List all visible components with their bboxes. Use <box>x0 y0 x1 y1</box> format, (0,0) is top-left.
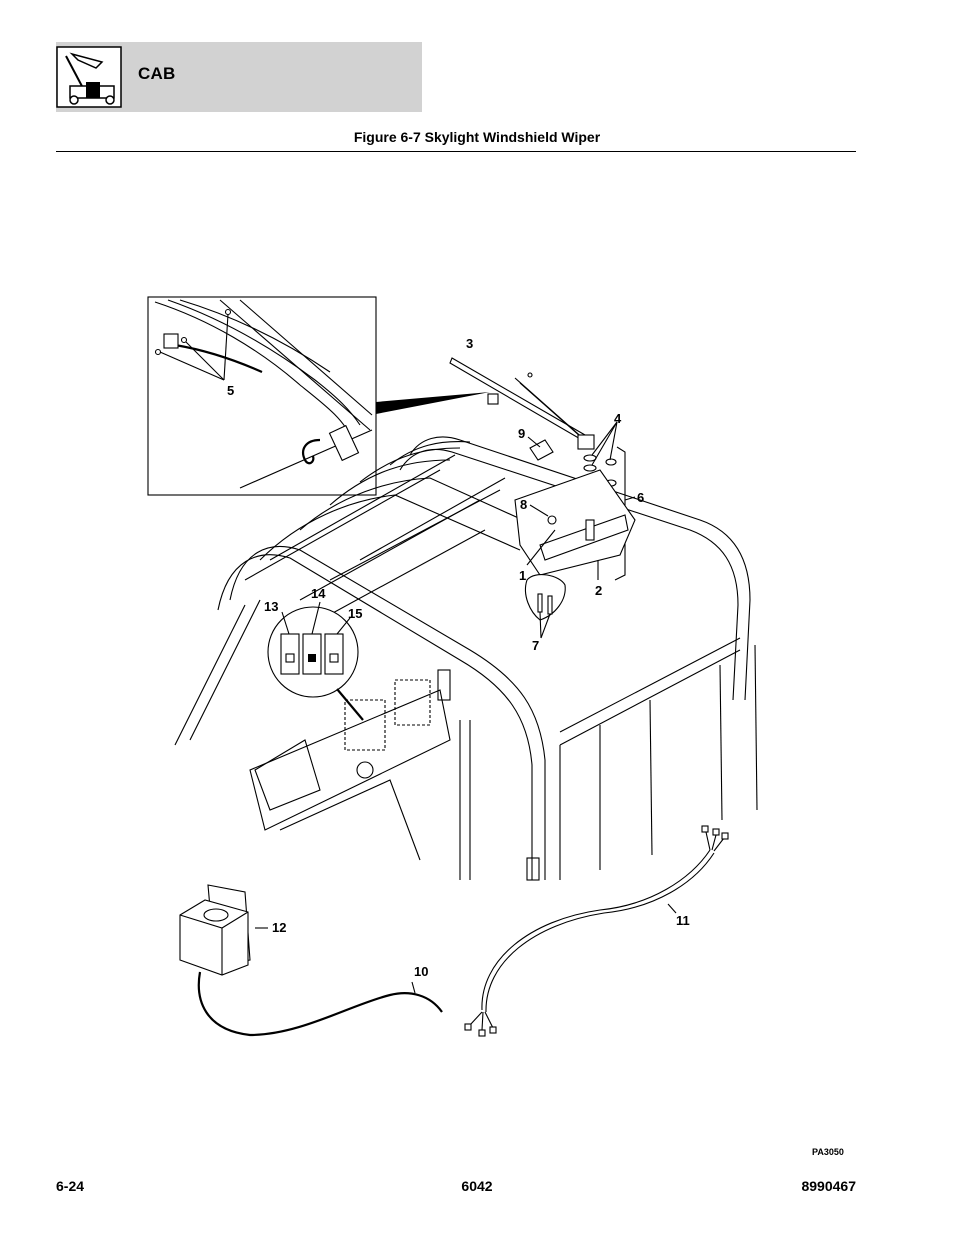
callout-6: 6 <box>637 490 644 505</box>
figure-code: PA3050 <box>812 1147 844 1157</box>
washer-reservoir: 12 10 <box>179 884 443 1037</box>
dashboard <box>249 669 540 881</box>
callout-5: 5 <box>227 383 234 398</box>
bolts: 7 <box>524 574 566 653</box>
callout-14: 14 <box>311 586 326 601</box>
section-title: CAB <box>138 64 176 83</box>
callout-7: 7 <box>532 638 539 653</box>
callout-15: 15 <box>348 606 362 621</box>
boom-lift-icon <box>56 46 122 108</box>
part-number: 8990467 <box>801 1178 856 1194</box>
callout-1: 1 <box>519 568 526 583</box>
callout-8: 8 <box>520 497 527 512</box>
callout-3: 3 <box>466 336 473 351</box>
page-number: 6-24 <box>56 1178 85 1194</box>
callout-4: 4 <box>614 411 622 426</box>
callout-10: 10 <box>414 964 428 979</box>
model-number: 6042 <box>461 1178 493 1194</box>
skylight-panels <box>259 441 546 621</box>
wiring-harness: 11 <box>464 825 729 1037</box>
detail-inset: 5 <box>147 296 377 496</box>
figure-caption: Figure 6-7 Skylight Windshield Wiper <box>353 129 601 145</box>
callout-9: 9 <box>518 426 525 441</box>
callout-13: 13 <box>264 599 278 614</box>
callout-2: 2 <box>595 583 602 598</box>
wiper-blade: 3 <box>449 336 595 450</box>
callout-12: 12 <box>272 920 286 935</box>
header-rule <box>56 151 856 152</box>
callout-11: 11 <box>676 913 690 928</box>
switch-panel: 13 14 15 <box>264 586 364 721</box>
cab-frame <box>174 436 758 880</box>
mount-assembly: 9 8 1 2 6 <box>514 426 644 598</box>
